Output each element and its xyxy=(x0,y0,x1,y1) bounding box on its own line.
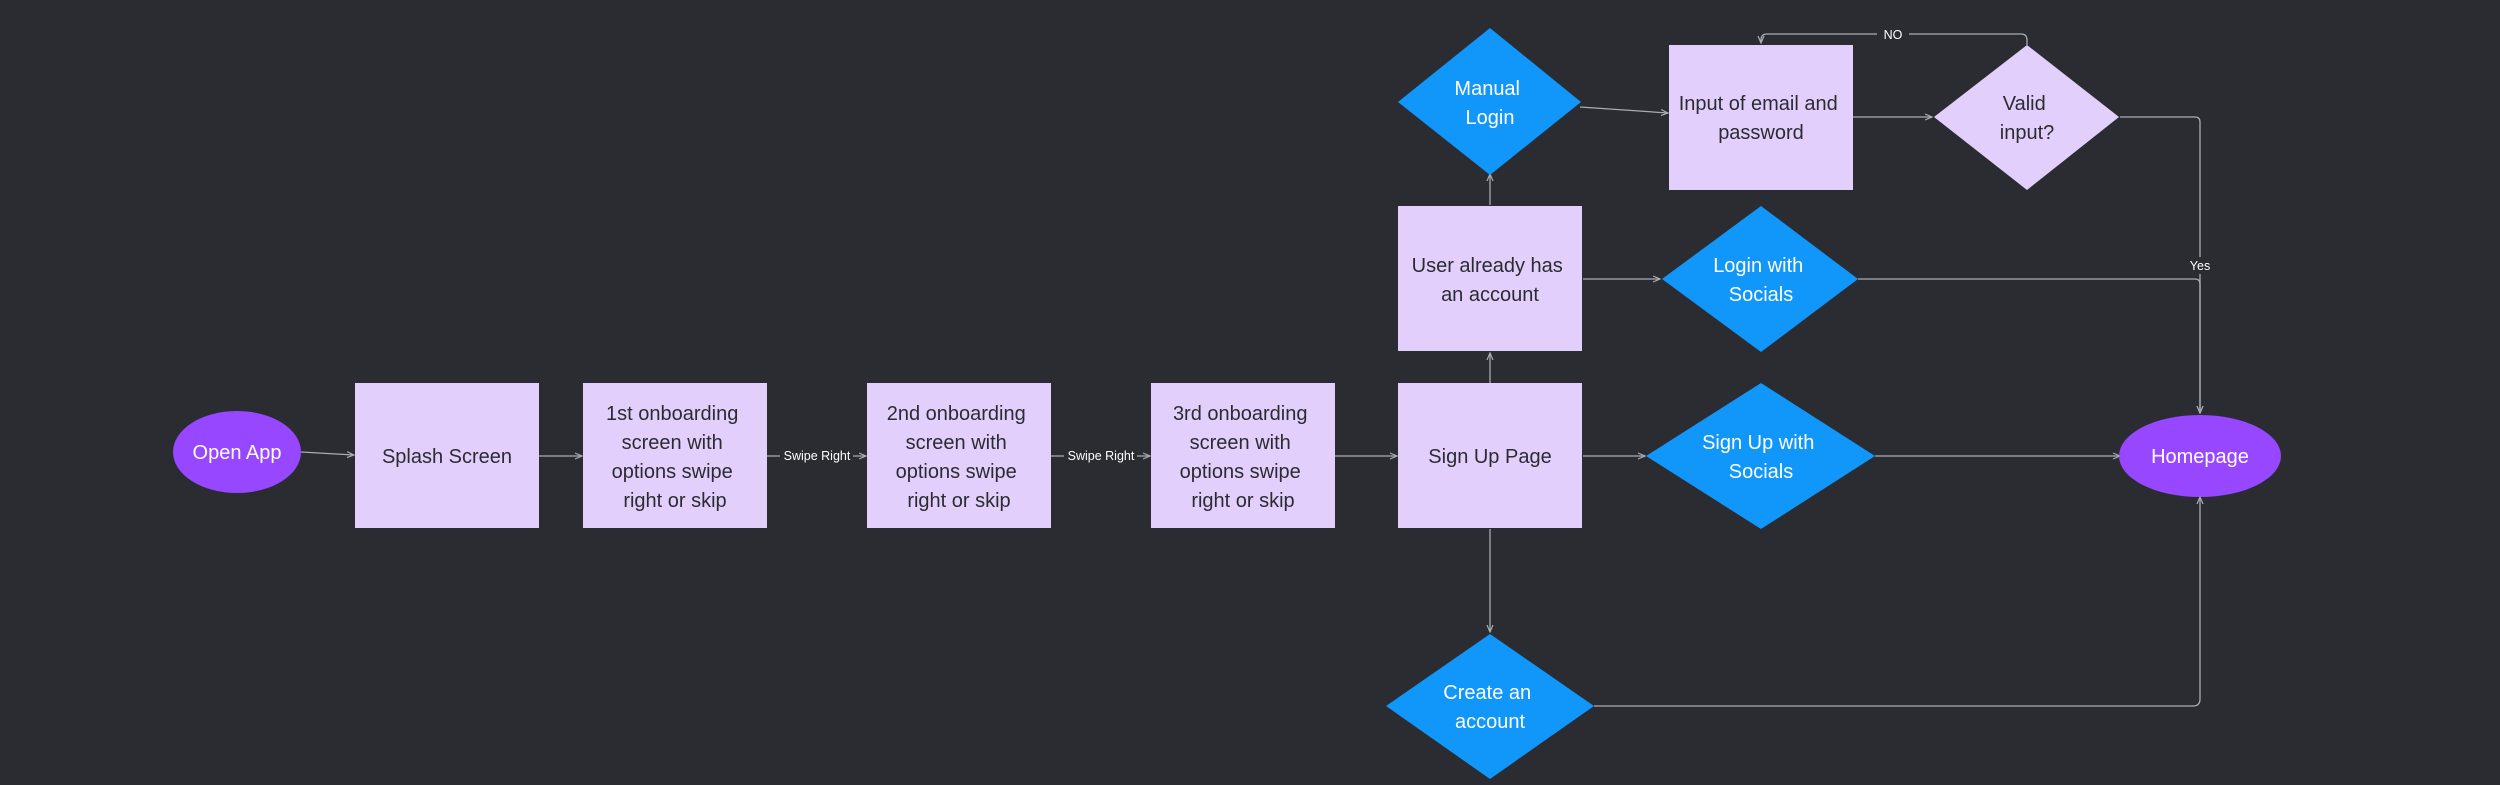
edge-validinput-yes xyxy=(2120,116,2200,413)
node-label: Login with Socials xyxy=(1713,255,1809,306)
decision-shape xyxy=(1398,28,1581,175)
node-label: 2nd onboarding screen with options swipe… xyxy=(887,403,1032,512)
node-label: Manual Login xyxy=(1454,78,1525,129)
process-shape xyxy=(355,383,539,528)
node-label: Sign Up Page xyxy=(1428,446,1551,468)
edge-label-no: NO xyxy=(1884,28,1903,42)
node-login-socials[interactable]: Login with Socials xyxy=(1662,206,1858,352)
edge-label-bg xyxy=(780,447,853,465)
edge-manuallogin-emailpassword xyxy=(1579,106,1668,113)
node-onboarding-1[interactable]: 1st onboarding screen with options swipe… xyxy=(583,383,767,528)
edge-loginsocials-homepage xyxy=(1858,278,2200,413)
node-has-account[interactable]: User already has an account xyxy=(1398,206,1582,351)
node-create-account[interactable]: Create an account xyxy=(1386,634,1594,779)
node-label: Input of email and password xyxy=(1679,93,1844,144)
node-label: 1st onboarding screen with options swipe… xyxy=(606,403,744,512)
node-label: Homepage xyxy=(2151,446,2249,468)
node-manual-login[interactable]: Manual Login xyxy=(1398,28,1581,175)
node-label: User already has an account xyxy=(1412,255,1569,306)
edge-label-yes: Yes xyxy=(2190,259,2210,273)
decision-shape xyxy=(1662,206,1858,352)
edge-label-bg xyxy=(1064,447,1137,465)
node-splash-screen[interactable]: Splash Screen xyxy=(355,383,539,528)
node-onboarding-2[interactable]: 2nd onboarding screen with options swipe… xyxy=(867,383,1051,528)
node-label: Valid input? xyxy=(2000,93,2055,144)
process-shape xyxy=(583,383,767,528)
node-signup-socials[interactable]: Sign Up with Socials xyxy=(1646,383,1875,529)
node-valid-input[interactable]: Valid input? xyxy=(1934,45,2119,190)
edge-createaccount-homepage xyxy=(1594,497,2200,707)
terminal-shape xyxy=(173,411,301,493)
edge-label-bg xyxy=(1877,26,1909,43)
process-shape xyxy=(1151,383,1335,528)
node-homepage[interactable]: Homepage xyxy=(2119,415,2281,497)
node-label: Open App xyxy=(193,442,282,464)
node-onboarding-3[interactable]: 3rd onboarding screen with options swipe… xyxy=(1151,383,1335,528)
edge-labels: Swipe Right Swipe Right NO Yes xyxy=(780,26,2214,465)
node-label: Create an account xyxy=(1443,682,1536,733)
connectors xyxy=(300,33,2200,707)
node-label: 3rd onboarding screen with options swipe… xyxy=(1173,403,1313,512)
decision-shape xyxy=(1934,45,2119,190)
decision-shape xyxy=(1646,383,1875,529)
edge-label-swipe-right-1: Swipe Right xyxy=(784,449,851,463)
process-shape xyxy=(1398,383,1582,528)
edge-label-swipe-right-2: Swipe Right xyxy=(1068,449,1135,463)
decision-shape xyxy=(1386,634,1594,779)
edge-openapp-splash xyxy=(300,452,354,455)
edge-label-bg xyxy=(2186,257,2214,274)
node-open-app[interactable]: Open App xyxy=(173,411,301,493)
node-email-password[interactable]: Input of email and password xyxy=(1669,45,1853,190)
node-label: Splash Screen xyxy=(382,446,512,468)
process-shape xyxy=(867,383,1051,528)
node-label: Sign Up with Socials xyxy=(1702,432,1820,483)
terminal-shape xyxy=(2119,415,2281,497)
process-shape xyxy=(1398,206,1582,351)
process-shape xyxy=(1669,45,1853,190)
node-signup-page[interactable]: Sign Up Page xyxy=(1398,383,1582,528)
